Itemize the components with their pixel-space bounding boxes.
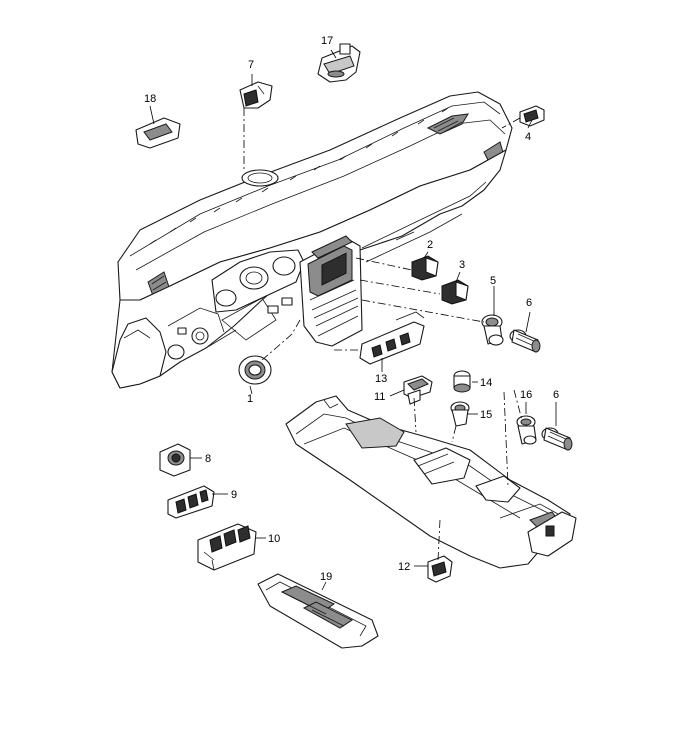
part-8-knob <box>159 443 191 477</box>
callout-5: 5 <box>490 275 496 287</box>
part-14-knob <box>453 370 471 393</box>
part-12-switch <box>427 555 453 583</box>
part-1-ring <box>238 355 272 385</box>
part-6-lighter-top <box>509 329 541 353</box>
callout-16: 16 <box>520 389 532 401</box>
callout-3: 3 <box>459 259 465 271</box>
part-17-bracket <box>317 43 361 83</box>
callout-11: 11 <box>374 391 385 403</box>
part-11-switch <box>403 375 433 405</box>
callout-2: 2 <box>427 239 433 251</box>
part-9-switch-block <box>167 485 215 519</box>
part-7-clip <box>239 81 273 109</box>
part-6-lighter-console <box>541 427 573 451</box>
center-console <box>285 395 577 569</box>
callout-8: 8 <box>205 453 211 465</box>
leader-lines <box>149 49 557 591</box>
callout-4: 4 <box>525 131 531 143</box>
callout-7: 7 <box>248 59 254 71</box>
callout-15: 15 <box>480 409 492 421</box>
part-19-switch-panel <box>257 573 379 649</box>
callout-14: 14 <box>480 377 492 389</box>
callout-labels: 1 2 3 4 5 6 6 7 8 9 10 11 12 13 14 15 16… <box>144 35 559 583</box>
part-18-module <box>135 117 181 149</box>
callout-17: 17 <box>321 35 333 47</box>
callout-6-upper: 6 <box>526 297 532 309</box>
callout-1: 1 <box>247 393 253 405</box>
callout-12: 12 <box>398 561 410 573</box>
part-3-switch-block <box>441 279 469 305</box>
part-2-switch-block <box>411 255 439 281</box>
part-15-socket <box>450 401 470 427</box>
part-13-switch-panel <box>359 311 425 365</box>
part-10-switch-block <box>197 523 257 571</box>
part-5-socket <box>481 314 504 346</box>
callout-6-lower: 6 <box>553 389 559 401</box>
part-4-switch <box>519 105 545 127</box>
dashboard-assembly <box>111 91 513 389</box>
callout-13: 13 <box>375 373 387 385</box>
callout-10: 10 <box>268 533 280 545</box>
callout-18: 18 <box>144 93 156 105</box>
part-16-socket <box>516 415 537 445</box>
callout-9: 9 <box>231 489 237 501</box>
callout-19: 19 <box>320 571 332 583</box>
